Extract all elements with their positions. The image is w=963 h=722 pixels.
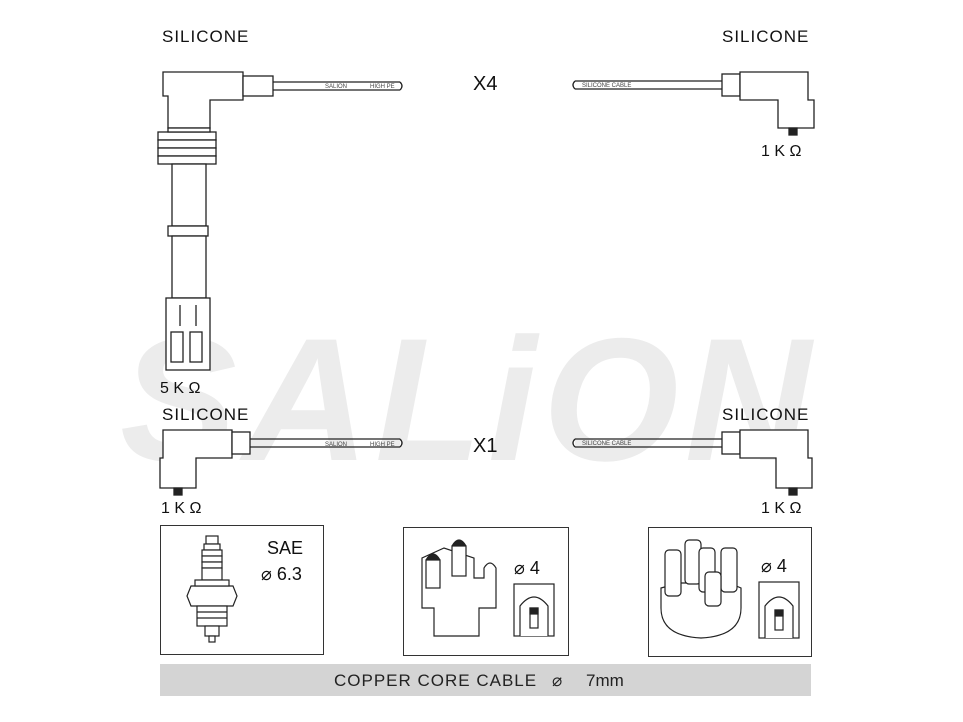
distributor-cap-icon bbox=[421, 539, 555, 637]
set2-right-resistance: 1 K Ω bbox=[761, 500, 801, 518]
set2-right-material: SILICONE bbox=[722, 405, 810, 424]
ohm-icon: Ω bbox=[188, 380, 201, 397]
diameter-value: 4 bbox=[529, 558, 540, 578]
ohm-icon: Ω bbox=[789, 143, 802, 160]
set2-left-material: SILICONE bbox=[162, 405, 250, 424]
resistance-value: 1 K bbox=[161, 500, 186, 517]
cable-size: 7mm bbox=[586, 671, 624, 690]
distributor-box-2: ⌀ 4 bbox=[648, 527, 812, 657]
cable-print-2c: SILICONE CABLE bbox=[582, 441, 631, 447]
resistance-value: 1 K bbox=[761, 143, 786, 160]
diameter-value: 4 bbox=[776, 556, 787, 576]
diameter-icon: ⌀ bbox=[261, 564, 272, 584]
resistance-value: 5 K bbox=[160, 380, 185, 397]
cable-print-1b: HIGH PE bbox=[370, 84, 395, 90]
cable-type-label: COPPER CORE CABLE bbox=[334, 671, 538, 690]
salion-watermark: SALiON bbox=[120, 303, 818, 498]
set2-left-resistance: 1 K Ω bbox=[161, 500, 201, 518]
distributor-box-1: ⌀ 4 bbox=[403, 527, 569, 656]
ohm-icon: Ω bbox=[189, 500, 202, 517]
set1-left-material: SILICONE bbox=[162, 27, 250, 46]
distributor-1-diameter: ⌀ 4 bbox=[514, 558, 540, 579]
cable-print-1c: SILICONE CABLE bbox=[582, 83, 631, 89]
angled-boot-left-2 bbox=[159, 429, 403, 496]
spark-plug-icon bbox=[186, 535, 238, 643]
resistance-value: 1 K bbox=[761, 500, 786, 517]
diameter-icon: ⌀ bbox=[514, 558, 525, 578]
distributor-2-diameter: ⌀ 4 bbox=[761, 556, 787, 577]
set1-multiplier: X4 bbox=[473, 73, 498, 95]
cable-print-2a: SALION bbox=[325, 442, 347, 448]
cable-print-1a: SALION bbox=[325, 84, 347, 90]
set1-right-material: SILICONE bbox=[722, 27, 810, 46]
ohm-icon: Ω bbox=[789, 500, 802, 517]
long-spark-plug-boot-left bbox=[157, 71, 403, 371]
distributor-cap-icon bbox=[660, 539, 800, 639]
cable-spec-banner: COPPER CORE CABLE ⌀ 7mm bbox=[160, 664, 811, 696]
spark-plug-standard: SAE bbox=[267, 538, 304, 558]
spark-plug-diameter: ⌀ 6.3 bbox=[261, 564, 302, 585]
diameter-icon: ⌀ bbox=[761, 556, 772, 576]
set1-left-resistance: 5 K Ω bbox=[160, 380, 200, 398]
diameter-icon: ⌀ bbox=[552, 671, 563, 690]
spark-plug-box: SAE ⌀ 6.3 bbox=[160, 525, 324, 655]
angled-boot-right-2 bbox=[572, 429, 813, 496]
diameter-value: 6.3 bbox=[276, 564, 302, 584]
angled-boot-right-1 bbox=[572, 71, 815, 136]
set1-right-resistance: 1 K Ω bbox=[761, 143, 801, 161]
set2-multiplier: X1 bbox=[473, 435, 498, 457]
cable-print-2b: HIGH PE bbox=[370, 442, 395, 448]
